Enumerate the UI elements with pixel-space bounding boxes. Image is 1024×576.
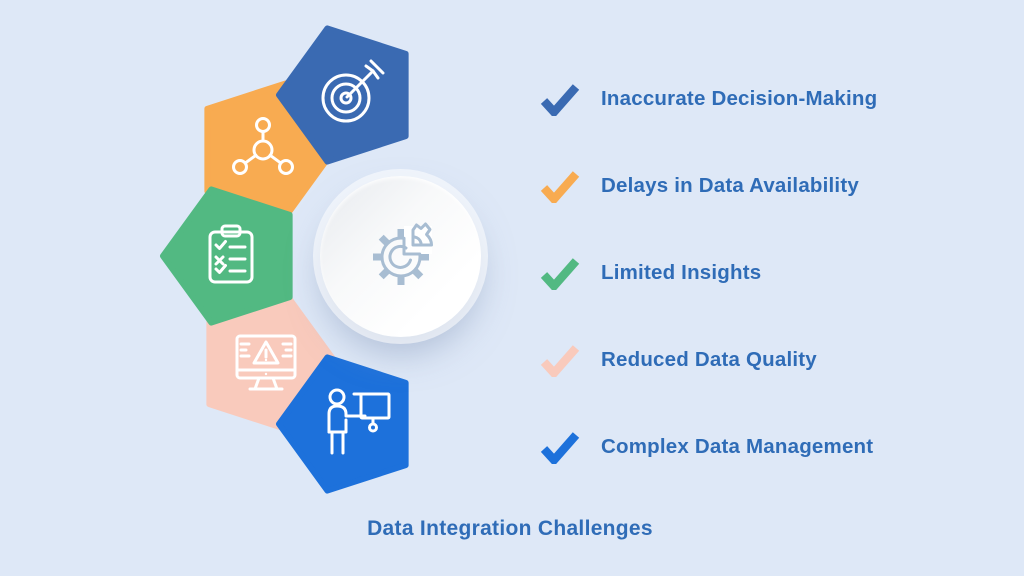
check-icon xyxy=(540,431,580,464)
check-icon xyxy=(540,83,580,116)
check-icon xyxy=(540,170,580,203)
target-arrow-icon xyxy=(321,59,385,123)
challenge-label: Limited Insights xyxy=(601,261,762,284)
gear-pie-chart-icon xyxy=(372,222,433,285)
list-item: Reduced Data Quality xyxy=(540,342,817,378)
presenter-board-icon xyxy=(327,388,391,455)
list-item: Inaccurate Decision-Making xyxy=(540,81,877,117)
check-icon xyxy=(540,344,580,377)
pentagon-insights xyxy=(163,189,290,322)
list-item: Delays in Data Availability xyxy=(540,168,859,204)
network-nodes-icon xyxy=(232,117,294,175)
challenge-label: Reduced Data Quality xyxy=(601,348,817,371)
list-item: Limited Insights xyxy=(540,255,761,291)
infographic-title: Data Integration Challenges xyxy=(367,517,653,540)
challenge-label: Complex Data Management xyxy=(601,435,874,458)
pentagon-fan xyxy=(0,0,520,576)
list-item: Complex Data Management xyxy=(540,429,873,465)
challenge-label: Delays in Data Availability xyxy=(601,174,859,197)
check-icon xyxy=(540,257,580,290)
monitor-warning-icon xyxy=(235,334,297,391)
clipboard-checklist-icon xyxy=(208,224,254,284)
challenge-label: Inaccurate Decision-Making xyxy=(601,87,878,110)
center-hub-circle xyxy=(320,176,481,337)
